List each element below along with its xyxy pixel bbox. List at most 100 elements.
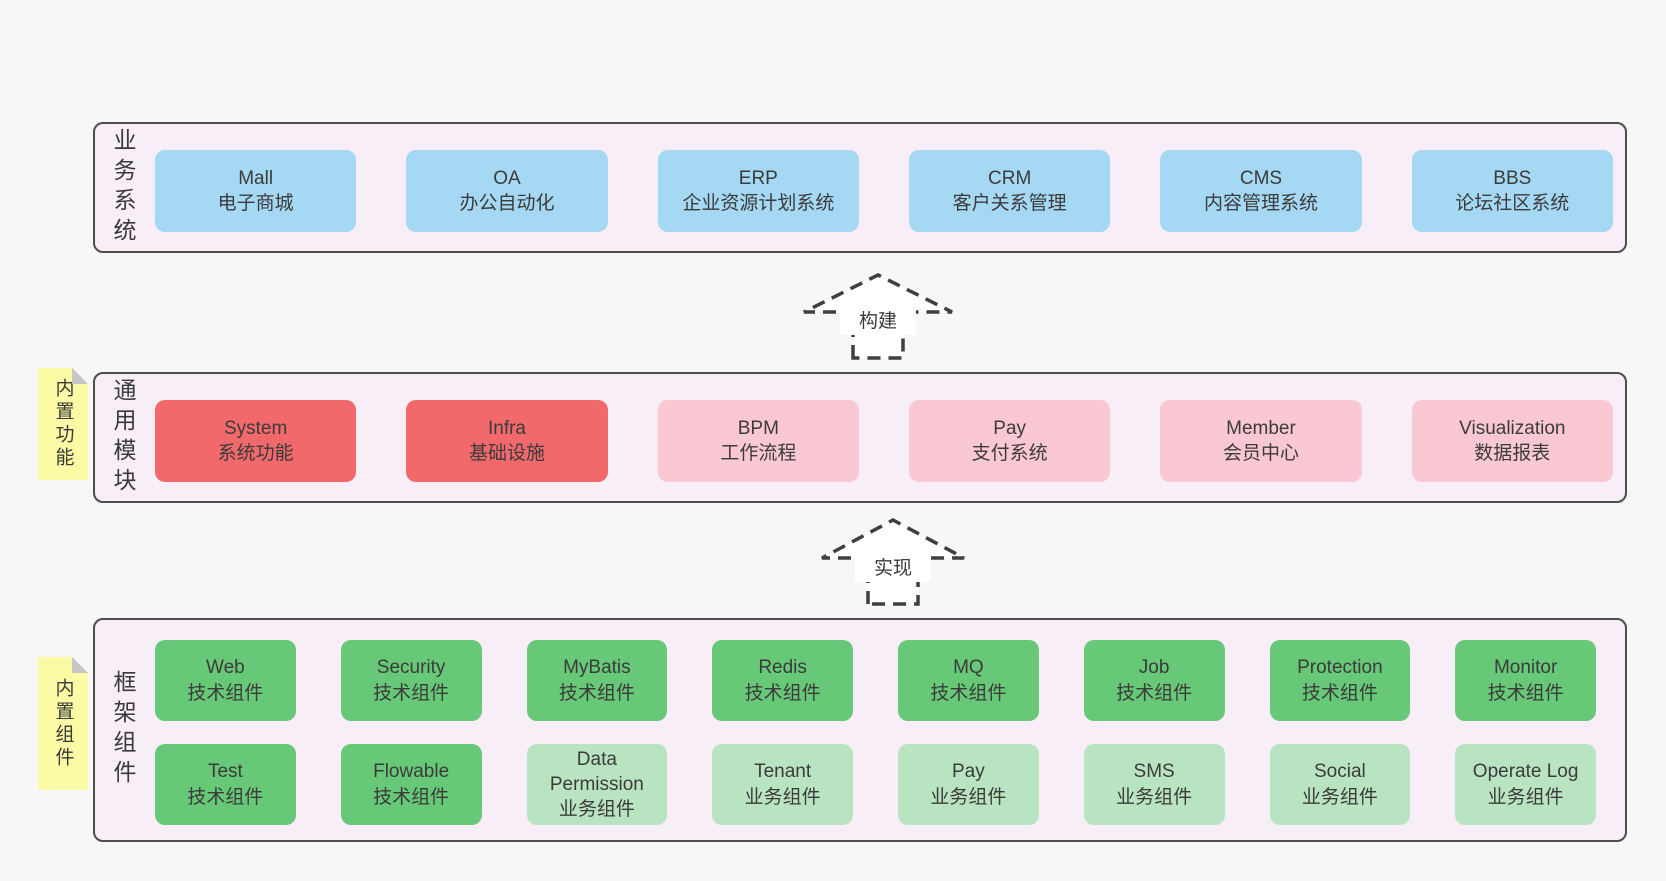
module-subtitle: 基础设施 <box>468 443 545 464</box>
module-subtitle: 论坛社区系统 <box>1455 193 1570 214</box>
sticky-note-label: 内置组件 <box>52 677 74 770</box>
module-box: Test 技术组件 <box>155 744 296 825</box>
module-subtitle: 业务组件 <box>930 786 1007 808</box>
module-title: Social <box>1314 761 1366 783</box>
module-title: Operate Log <box>1472 761 1579 783</box>
module-title: MQ <box>953 657 984 679</box>
module-title: Test <box>207 761 243 783</box>
module-box: Tenant 业务组件 <box>712 744 853 825</box>
implement-arrow-label: 实现 <box>855 556 931 582</box>
module-box: SMS 业务组件 <box>1083 744 1225 825</box>
band-label: 通用模块 <box>110 377 136 498</box>
band-framework-components: 框架组件 Web 技术组件 Security 技术组件 MyBatis 技术组件… <box>93 618 1627 842</box>
sticky-note-built-in-components: 内置组件 <box>38 657 88 790</box>
module-box: Visualization 数据报表 <box>1411 400 1613 482</box>
business-systems-row: Mall 电子商城 OA 办公自动化 ERP 企业资源计划系统 CRM 客户关系… <box>155 150 1613 232</box>
band-business-systems: 业务系统 Mall 电子商城 OA 办公自动化 ERP 企业资源计划系统 CRM… <box>93 122 1627 253</box>
module-title: Data Permission <box>549 748 644 795</box>
module-subtitle: 业务组件 <box>1116 786 1193 808</box>
technical-components-row: Web 技术组件 Security 技术组件 MyBatis 技术组件 Redi… <box>155 640 1596 721</box>
module-title: Flowable <box>373 761 450 783</box>
module-box: OA 办公自动化 <box>406 150 608 232</box>
module-title: SMS <box>1133 761 1175 783</box>
folded-corner-icon <box>72 368 88 384</box>
module-title: Protection <box>1297 657 1383 679</box>
module-title: ERP <box>738 167 778 189</box>
module-box: Member 会员中心 <box>1160 400 1362 482</box>
module-subtitle: 技术组件 <box>187 682 264 704</box>
band-label: 框架组件 <box>110 670 136 790</box>
band-common-modules: 通用模块 System 系统功能 Infra 基础设施 BPM 工作流程 Pay… <box>93 372 1627 503</box>
build-arrow-label: 构建 <box>840 309 916 335</box>
module-subtitle: 技术组件 <box>373 786 450 808</box>
module-box: Operate Log 业务组件 <box>1455 744 1596 825</box>
module-box: ERP 企业资源计划系统 <box>657 150 859 232</box>
module-box: Flowable 技术组件 <box>340 744 482 825</box>
module-title: Monitor <box>1493 657 1558 679</box>
module-title: Security <box>376 657 446 679</box>
module-subtitle: 技术组件 <box>1487 682 1564 704</box>
module-box: MyBatis 技术组件 <box>526 640 668 721</box>
module-subtitle: 企业资源计划系统 <box>682 193 835 214</box>
module-subtitle: 会员中心 <box>1222 443 1299 464</box>
module-subtitle: 内容管理系统 <box>1203 193 1318 214</box>
module-box: CMS 内容管理系统 <box>1160 150 1362 232</box>
module-title: Redis <box>758 657 807 679</box>
module-title: Visualization <box>1459 417 1566 439</box>
module-subtitle: 业务组件 <box>1301 786 1378 808</box>
module-subtitle: 支付系统 <box>971 443 1048 464</box>
module-title: MyBatis <box>563 657 631 679</box>
module-box: BPM 工作流程 <box>657 400 859 482</box>
sticky-note-built-in-features: 内置功能 <box>38 368 88 480</box>
module-subtitle: 技术组件 <box>744 682 821 704</box>
module-subtitle: 技术组件 <box>1301 682 1378 704</box>
module-subtitle: 业务组件 <box>744 786 821 808</box>
module-subtitle: 技术组件 <box>1116 682 1193 704</box>
module-box: MQ 技术组件 <box>898 640 1039 721</box>
module-subtitle: 数据报表 <box>1474 443 1551 464</box>
module-subtitle: 业务组件 <box>558 799 635 821</box>
band-label: 业务系统 <box>110 127 136 248</box>
module-subtitle: 技术组件 <box>930 682 1007 704</box>
module-subtitle: 系统功能 <box>217 443 294 464</box>
module-subtitle: 电子商城 <box>217 193 294 214</box>
module-box: Job 技术组件 <box>1083 640 1225 721</box>
module-title: Infra <box>487 417 526 439</box>
module-box: Pay 支付系统 <box>908 400 1111 482</box>
module-box: Monitor 技术组件 <box>1455 640 1596 721</box>
module-box: Security 技术组件 <box>340 640 482 721</box>
module-box: Redis 技术组件 <box>712 640 853 721</box>
module-title: Pay <box>952 761 985 783</box>
module-box: Infra 基础设施 <box>406 400 608 482</box>
module-box: Pay 业务组件 <box>898 744 1039 825</box>
module-subtitle: 技术组件 <box>187 786 264 808</box>
module-title: OA <box>493 167 521 189</box>
module-box: Social 业务组件 <box>1269 744 1411 825</box>
module-box: Mall 电子商城 <box>155 150 357 232</box>
module-title: Member <box>1226 417 1296 439</box>
module-subtitle: 工作流程 <box>720 443 797 464</box>
module-title: Tenant <box>754 761 812 783</box>
module-box: CRM 客户关系管理 <box>908 150 1111 232</box>
module-subtitle: 办公自动化 <box>459 193 555 214</box>
module-box: System 系统功能 <box>155 400 357 482</box>
folded-corner-icon <box>72 657 88 673</box>
module-title: BBS <box>1493 167 1532 189</box>
module-subtitle: 技术组件 <box>373 682 450 704</box>
module-box: Data Permission 业务组件 <box>526 744 668 825</box>
common-modules-row: System 系统功能 Infra 基础设施 BPM 工作流程 Pay 支付系统… <box>155 400 1613 482</box>
module-title: Pay <box>993 417 1027 439</box>
module-subtitle: 技术组件 <box>558 682 635 704</box>
module-title: Job <box>1138 657 1170 679</box>
module-title: CMS <box>1239 167 1283 189</box>
module-title: System <box>223 417 288 439</box>
module-title: CRM <box>988 167 1032 189</box>
module-box: BBS 论坛社区系统 <box>1411 150 1613 232</box>
module-subtitle: 客户关系管理 <box>952 193 1067 214</box>
module-title: Mall <box>238 167 274 189</box>
module-subtitle: 业务组件 <box>1487 786 1564 808</box>
sticky-note-label: 内置功能 <box>52 378 74 470</box>
module-title: BPM <box>737 417 779 439</box>
module-title: Web <box>206 657 245 679</box>
